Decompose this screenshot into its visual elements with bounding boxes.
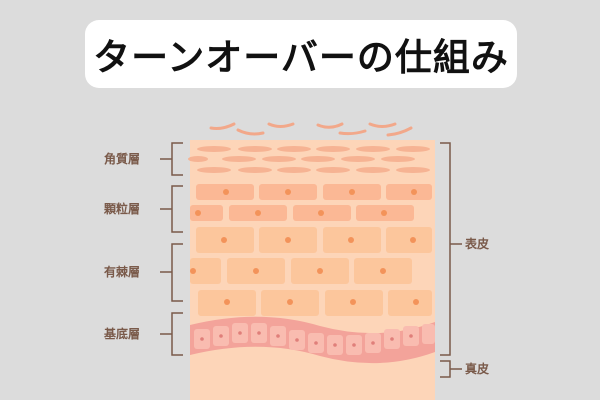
left-brackets	[160, 142, 183, 356]
corneum-cells	[188, 146, 430, 173]
cell-nuclei	[190, 189, 419, 305]
label-stratum-spinosum: 有棘層	[104, 264, 140, 279]
label-dermis: 真皮	[465, 361, 489, 376]
page-title: ターンオーバーの仕組み	[93, 36, 509, 79]
label-stratum-basale: 基底層	[103, 326, 140, 341]
label-epidermis: 表皮	[464, 236, 489, 251]
label-stratum-corneum: 角質層	[104, 151, 140, 166]
flaking-scales-icon	[209, 122, 413, 137]
right-brackets	[440, 142, 462, 378]
label-stratum-granulosum: 顆粒層	[104, 201, 140, 216]
basal-nuclei	[200, 331, 413, 347]
title-box: ターンオーバーの仕組み	[85, 20, 517, 88]
